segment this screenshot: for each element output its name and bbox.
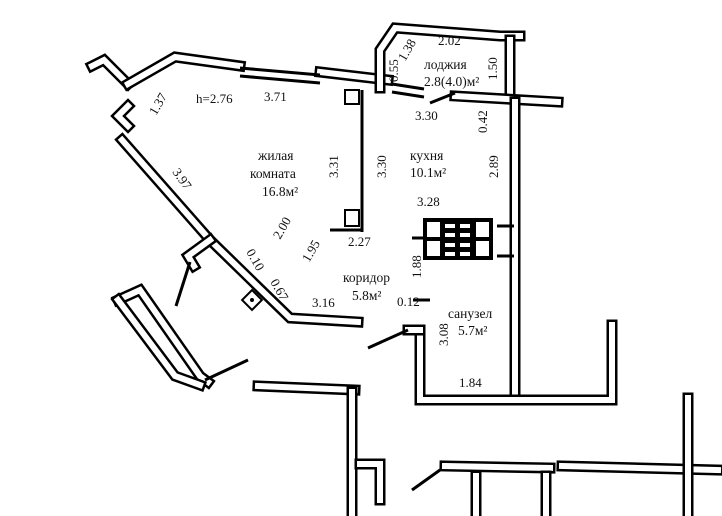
dimension: 1.50 <box>485 57 500 80</box>
dimension: 2.27 <box>348 234 371 249</box>
kitchen-area: 10.1м² <box>410 165 446 180</box>
wall <box>558 462 722 474</box>
wall <box>254 382 359 394</box>
dimension: 0.55 <box>386 59 401 82</box>
loggia-area: 2.8(4.0)м² <box>424 74 479 89</box>
ceiling-height: h=2.76 <box>196 91 233 106</box>
dimension: 3.30 <box>374 155 389 178</box>
bathroom-name: санузел <box>448 306 492 321</box>
dimension: 0.12 <box>397 294 420 309</box>
living-room-name: жилая <box>257 148 294 163</box>
dimension: 3.16 <box>312 295 335 310</box>
dimension: 3.71 <box>264 89 287 104</box>
living-room-area: 16.8м² <box>262 184 298 199</box>
dimension: 1.95 <box>299 237 323 264</box>
dimension: 0.42 <box>475 110 490 133</box>
dimension: 2.89 <box>486 155 501 178</box>
thin-walls <box>330 90 514 302</box>
dimension: 3.08 <box>436 323 451 346</box>
bathroom-area: 5.7м² <box>458 323 487 338</box>
wall <box>441 462 554 472</box>
wall <box>417 322 615 403</box>
ventilation-shaft <box>423 218 493 260</box>
dimension: 1.84 <box>459 375 482 390</box>
column-small <box>344 209 360 227</box>
wall <box>117 135 362 326</box>
dimension: 1.88 <box>409 255 424 278</box>
door-swings <box>174 91 456 492</box>
wall <box>357 461 383 503</box>
wall <box>451 92 562 106</box>
wall <box>123 53 244 89</box>
window-kitchen <box>391 82 425 99</box>
dimension: 3.97 <box>170 165 196 193</box>
wall <box>87 56 133 89</box>
walls <box>84 22 722 516</box>
living-room-name: комната <box>250 166 296 181</box>
dimension: 3.28 <box>417 194 440 209</box>
dimension: 1.37 <box>146 90 171 118</box>
loggia-name: лоджия <box>424 57 467 72</box>
column-small <box>344 89 360 105</box>
window-living <box>239 66 321 85</box>
corridor-area: 5.8м² <box>352 288 381 303</box>
dimension: 2.02 <box>438 33 461 48</box>
dimension: 3.31 <box>326 155 341 178</box>
wall <box>184 235 215 271</box>
dimension: 3.30 <box>415 108 438 123</box>
riser-icon <box>240 288 264 312</box>
corridor-name: коридор <box>343 270 390 285</box>
dimension: 2.00 <box>270 214 294 241</box>
wall <box>113 101 133 131</box>
wall <box>114 286 213 387</box>
wall <box>113 295 204 389</box>
kitchen-name: кухня <box>410 148 443 163</box>
